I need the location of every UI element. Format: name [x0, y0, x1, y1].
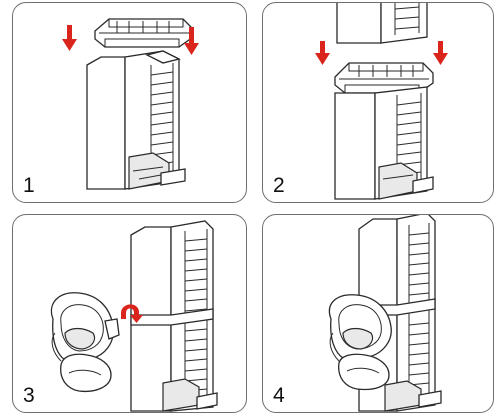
step-3-illustration [50, 220, 218, 412]
lower-tower [334, 86, 434, 200]
step-number-3: 3 [23, 384, 35, 407]
step-panel-3: 3 [12, 214, 247, 413]
stacked-towers [130, 220, 218, 412]
vr-headset [328, 294, 392, 391]
down-arrow-icon [62, 25, 77, 51]
top-cap [94, 18, 194, 48]
step-panel-4: 4 [262, 214, 494, 413]
upper-tower [336, 3, 428, 44]
step-number-1: 1 [23, 174, 35, 197]
down-arrow-icon [433, 41, 448, 65]
down-arrow-icon [184, 27, 199, 55]
down-arrow-icon [315, 41, 330, 65]
step-4-illustration [328, 215, 442, 412]
step-2-illustration [315, 3, 448, 200]
tower-body [86, 50, 186, 190]
step-1-illustration [62, 18, 199, 190]
step-panel-1: 1 [12, 2, 247, 203]
stacked-towers [358, 215, 442, 412]
vr-headset [50, 292, 120, 393]
step-panel-2: 2 [262, 2, 494, 203]
rotate-arrow-icon [121, 304, 143, 323]
step-number-4: 4 [273, 384, 285, 407]
step-number-2: 2 [273, 174, 285, 197]
